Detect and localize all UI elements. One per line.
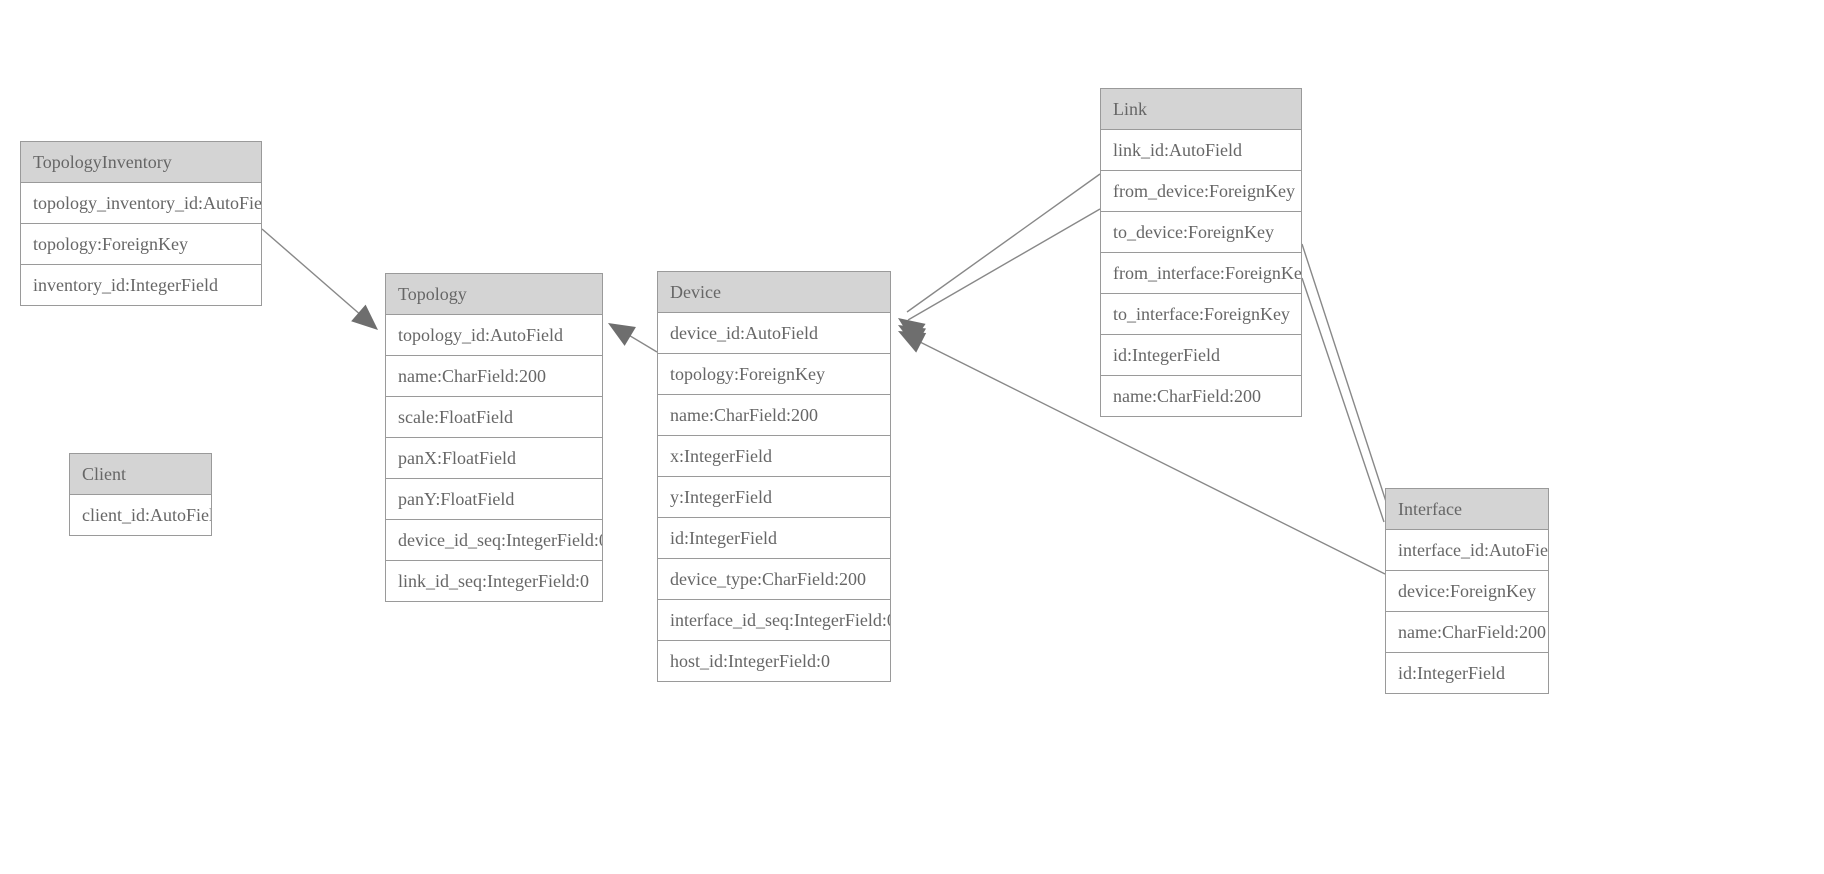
entity-title-interface: Interface [1386, 489, 1548, 530]
attribute-row[interactable]: from_interface:ForeignKey [1101, 253, 1301, 294]
attribute-row[interactable]: link_id_seq:IntegerField:0 [398, 571, 589, 591]
relationship-arrowhead-icon [898, 325, 927, 348]
attribute-row[interactable]: x:IntegerField [658, 436, 890, 477]
attribute-row[interactable]: panX:FloatField [386, 438, 602, 479]
attribute-row[interactable]: device_type:CharField:200 [658, 559, 890, 600]
attribute-row[interactable]: to_device:ForeignKey [1101, 212, 1301, 253]
attribute-row[interactable]: name:CharField:200 [1113, 386, 1261, 406]
entity-title-topology: Topology [386, 274, 602, 315]
relationship-line [907, 208, 1101, 321]
relationship-line [1301, 277, 1385, 523]
relationship-arrowhead-icon [608, 323, 636, 346]
relationship-arrowhead-icon [898, 331, 927, 353]
attribute-row[interactable]: from_device:ForeignKey [1101, 171, 1301, 212]
relationship-arrowhead-icon [898, 318, 926, 342]
attribute-row[interactable]: device:ForeignKey [1386, 571, 1548, 612]
relationship-topologyinventory-topology[interactable] [261, 228, 385, 338]
relationship-line [906, 173, 1101, 313]
attribute-row[interactable]: host_id:IntegerField:0 [670, 651, 830, 671]
attribute-row[interactable]: id:IntegerField [658, 518, 890, 559]
attribute-row[interactable]: topology:ForeignKey [658, 354, 890, 395]
relationship-arrowhead-icon [351, 304, 378, 330]
relationship-link-to_device[interactable] [893, 208, 1101, 348]
entity-title-device: Device [658, 272, 890, 313]
attribute-row[interactable]: link_id:AutoField [1101, 130, 1301, 171]
attribute-row[interactable]: interface_id_seq:IntegerField:0 [658, 600, 890, 641]
attribute-row[interactable]: interface_id:AutoField [1386, 530, 1548, 571]
attribute-row[interactable]: device_id:AutoField [658, 313, 890, 354]
attribute-row[interactable]: inventory_id:IntegerField [33, 275, 218, 295]
attribute-row[interactable]: name:CharField:200 [386, 356, 602, 397]
entity-title-client: Client [70, 454, 211, 495]
attribute-row[interactable]: id:IntegerField [1101, 335, 1301, 376]
attribute-row[interactable]: topology_id:AutoField [386, 315, 602, 356]
attribute-row[interactable]: device_id_seq:IntegerField:0 [386, 520, 602, 561]
attribute-list-client: client_id:AutoField [70, 495, 211, 535]
attribute-row[interactable]: name:CharField:200 [658, 395, 890, 436]
attribute-row[interactable]: to_interface:ForeignKey [1101, 294, 1301, 335]
attribute-row[interactable]: id:IntegerField [1398, 663, 1505, 683]
attribute-row[interactable]: scale:FloatField [386, 397, 602, 438]
relationship-line [261, 228, 371, 324]
attribute-row[interactable]: client_id:AutoField [82, 505, 211, 525]
attribute-row[interactable]: topology:ForeignKey [21, 224, 261, 265]
attribute-row[interactable]: y:IntegerField [658, 477, 890, 518]
relationship-device-topology[interactable] [602, 314, 658, 353]
relationship-line [616, 327, 658, 353]
entity-title-link: Link [1101, 89, 1301, 130]
entity-title-topologyinventory: TopologyInventory [21, 142, 261, 183]
relationship-line [1301, 243, 1393, 521]
attribute-row[interactable]: topology_inventory_id:AutoField [21, 183, 261, 224]
entity-box-client[interactable]: Client client_id:AutoField [69, 453, 212, 536]
relationship-link-from_device[interactable] [892, 173, 1101, 342]
attribute-row[interactable]: panY:FloatField [386, 479, 602, 520]
attribute-row[interactable]: name:CharField:200 [1386, 612, 1548, 653]
